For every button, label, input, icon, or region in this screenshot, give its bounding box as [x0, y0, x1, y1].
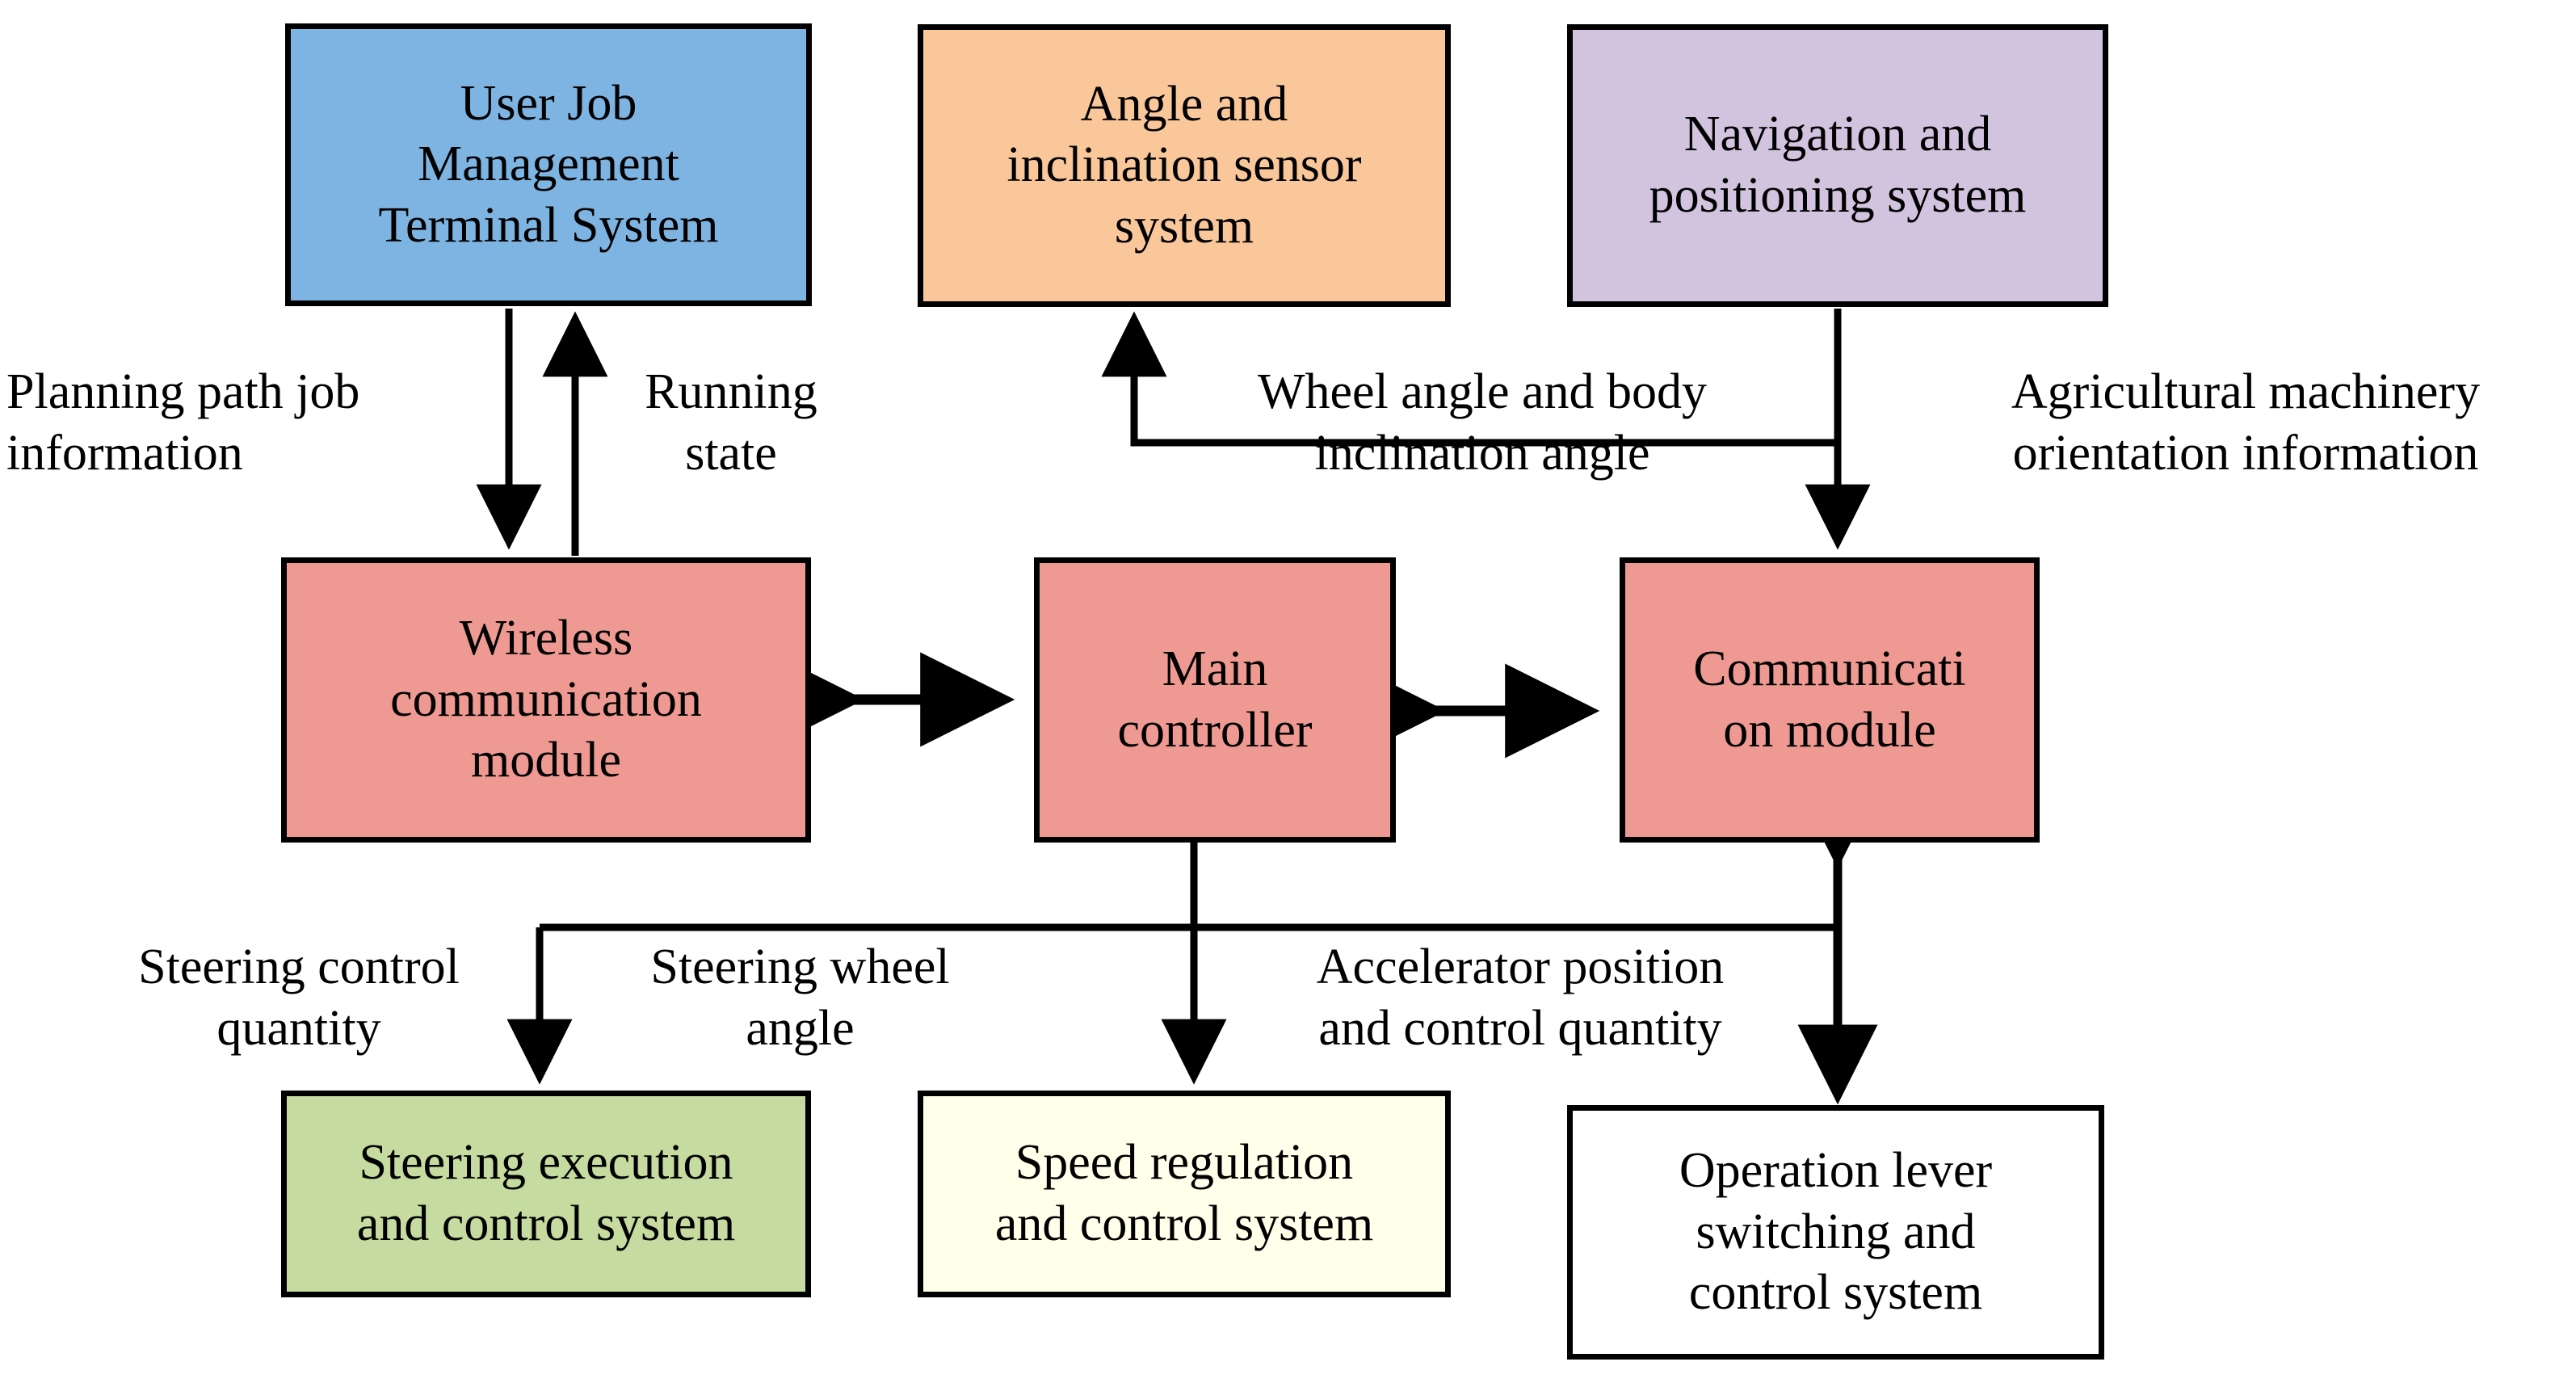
node-label: Navigation and positioning system: [1649, 107, 2027, 223]
node-navigation-and-positioning-system[interactable]: Navigation and positioning system: [1567, 24, 2108, 307]
edge-label-planning-path-job-information: Planning path job information: [6, 364, 360, 481]
node-operation-lever-switching-and-control-system[interactable]: Operation lever switching and control sy…: [1567, 1105, 2104, 1360]
node-angle-and-inclination-sensor-system[interactable]: Angle and inclination sensor system: [918, 24, 1451, 307]
connector-lower-bus: [540, 843, 1838, 931]
edge-label-running-state: Running state: [645, 364, 817, 481]
node-label: Angle and inclination sensor system: [1006, 76, 1362, 254]
edge-label-wheel-angle-and-body-inclination-angle: Wheel angle and body inclination angle: [1257, 364, 1708, 481]
node-label: Steering execution and control system: [356, 1135, 736, 1251]
node-label: Main controller: [1117, 641, 1313, 758]
edge-label-steering-control-quantity: Steering control quantity: [138, 939, 460, 1056]
edge-label-agricultural-machinery-orientation-information: Agricultural machinery orientation infor…: [2011, 364, 2481, 481]
node-label: Wireless communication module: [390, 611, 702, 788]
node-label: Communicati on module: [1693, 641, 1966, 758]
edge-label-accelerator-position-and-control-quantity: Accelerator position and control quantit…: [1316, 939, 1725, 1056]
node-main-controller[interactable]: Main controller: [1034, 557, 1396, 843]
node-label: Operation lever switching and control sy…: [1679, 1143, 1993, 1321]
node-label: Speed regulation and control system: [994, 1135, 1374, 1251]
edge-label-steering-wheel-angle: Steering wheel angle: [650, 939, 950, 1056]
node-steering-execution-and-control-system[interactable]: Steering execution and control system: [281, 1091, 811, 1297]
node-communication-module[interactable]: Communicati on module: [1620, 557, 2040, 843]
node-speed-regulation-and-control-system[interactable]: Speed regulation and control system: [918, 1091, 1451, 1297]
node-wireless-communication-module[interactable]: Wireless communication module: [281, 557, 811, 843]
node-user-job-management-terminal-system[interactable]: User Job Management Terminal System: [285, 23, 812, 306]
node-label: User Job Management Terminal System: [378, 75, 719, 253]
